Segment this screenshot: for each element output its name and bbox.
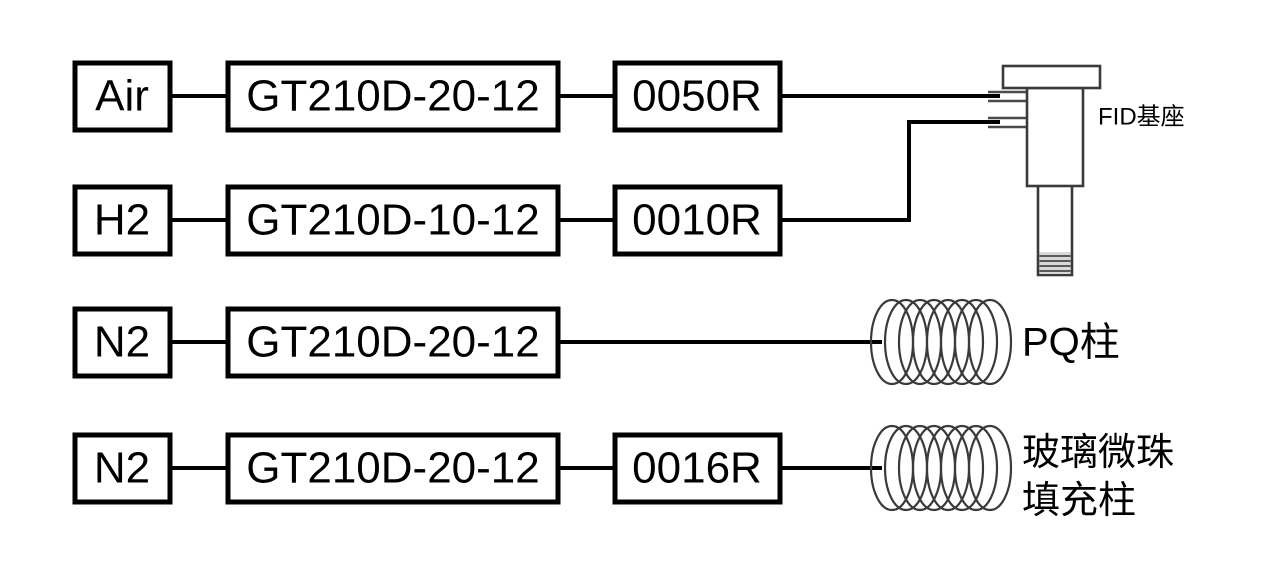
node-box-regulator-n2-glass[interactable] [225, 432, 561, 505]
fid-packing-hatch-icon [1039, 252, 1071, 274]
node-label-h2: H2 [94, 196, 150, 245]
node-label-regulator-n2-glass: GT210D-20-12 [246, 444, 539, 493]
node-box-n2-pq[interactable] [72, 306, 173, 379]
row-n2-glass: N2 GT210D-20-12 0016R [72, 432, 882, 505]
row-h2: H2 GT210D-10-12 0010R [72, 120, 1000, 257]
coil-icon-glass-bead [869, 424, 1013, 512]
glass-bead-column[interactable]: 玻璃微珠 填充柱 [869, 424, 1174, 522]
connector-restrictor-to-fid-lower [780, 120, 1000, 222]
fid-upper-port-icon [988, 90, 1027, 103]
row-air: Air GT210D-20-12 0050R [72, 60, 1000, 133]
node-label-restrictor-h2: 0010R [632, 196, 762, 245]
fid-cap [1001, 64, 1102, 90]
node-label-restrictor-air: 0050R [632, 72, 762, 121]
fid-detector[interactable]: FID基座 [988, 64, 1185, 277]
node-box-air[interactable] [72, 60, 173, 133]
pq-column[interactable]: PQ柱 [869, 298, 1120, 386]
glass-bead-column-label-line2: 填充柱 [1022, 480, 1136, 522]
node-box-regulator-n2-pq[interactable] [225, 306, 561, 379]
coil-icon-pq [869, 298, 1013, 386]
fid-body [1025, 86, 1085, 188]
pq-column-label: PQ柱 [1022, 321, 1120, 365]
node-box-restrictor-glass[interactable] [612, 432, 783, 505]
node-label-regulator-n2-pq: GT210D-20-12 [246, 318, 539, 367]
node-label-regulator-h2: GT210D-10-12 [246, 196, 539, 245]
node-box-regulator-h2[interactable] [225, 184, 561, 257]
fid-lower-port-icon [988, 116, 1027, 129]
node-label-restrictor-glass: 0016R [632, 444, 762, 493]
row-n2-pq: N2 GT210D-20-12 [72, 306, 882, 379]
node-box-regulator-air[interactable] [225, 60, 561, 133]
node-box-restrictor-h2[interactable] [612, 184, 783, 257]
node-box-n2-glass[interactable] [72, 432, 173, 505]
node-box-h2[interactable] [72, 184, 173, 257]
node-label-n2-pq: N2 [94, 318, 150, 367]
fid-label: FID基座 [1098, 103, 1185, 130]
node-box-restrictor-air[interactable] [612, 60, 783, 133]
node-label-n2-glass: N2 [94, 444, 150, 493]
node-label-regulator-air: GT210D-20-12 [246, 72, 539, 121]
glass-bead-column-label-line1: 玻璃微珠 [1022, 432, 1174, 474]
node-label-air: Air [95, 72, 149, 121]
